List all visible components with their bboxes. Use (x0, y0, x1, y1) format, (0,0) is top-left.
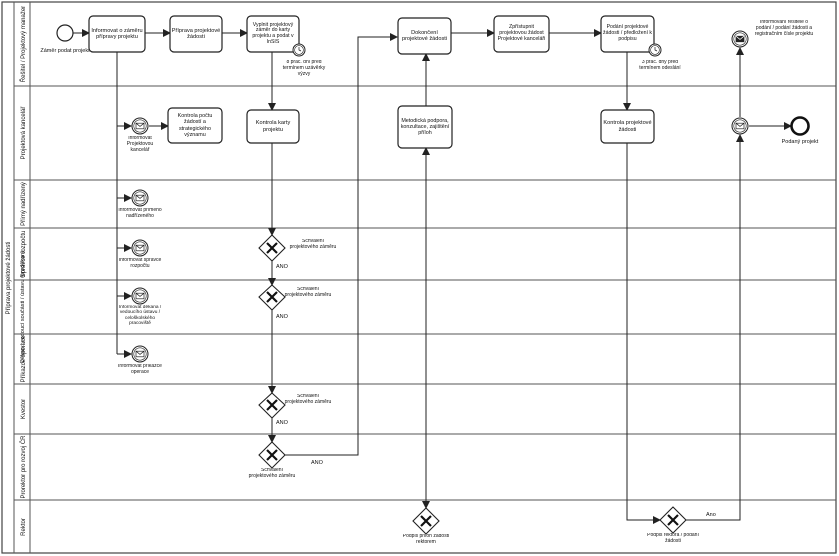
clock-icon-inner (650, 45, 660, 55)
flow-label-ano: ANO (276, 314, 289, 320)
flow-labels: ANO ANO ANO ANO Ano (276, 264, 716, 518)
lane-label-prikazce: Příkazce operace (21, 335, 27, 382)
flow (626, 143, 661, 524)
gateway-prorektor: Schválení projektového záměru (248, 441, 296, 479)
lane-label-kvestor: Kvestor (21, 399, 27, 419)
clock-hands (654, 47, 658, 52)
task-kontrola-poctu: Kontrola počtu žádostí a strategického v… (167, 107, 223, 144)
task-label: Informovat o záměru přípravy projektu (91, 27, 143, 40)
end-event-icon (790, 116, 810, 136)
message-label: Informovat děkana / vedoucího ústavu / c… (118, 305, 162, 327)
task-kontrola-karty: Kontrola karty projektu (246, 109, 300, 144)
flow (285, 33, 398, 456)
flow-label-ano: ANO (276, 420, 289, 426)
clock-icon-inner (294, 45, 304, 55)
message-event-dekan: Informovat děkana / vedoucího ústavu / c… (118, 287, 162, 327)
gateway-rektor-podani: Podpis rektora / podání žádosti (647, 506, 699, 544)
message-label: Informovat Projektovou kancelář (126, 136, 154, 153)
task-label: Kontrola karty projektu (255, 120, 291, 133)
lane-label-primy-nadrizeny: Přímý nadřízený (21, 182, 27, 226)
end-event-label: Podaný projekt (782, 139, 819, 145)
start-event: Záměr podat projekt (40, 24, 90, 54)
end-event: Podaný projekt (782, 116, 819, 145)
gateway-label: Podpis rektora / podání žádosti (647, 533, 699, 544)
task-label: Příprava projektové žádosti (171, 27, 221, 40)
timer-label: 3 prac. dny před termínem odeslání (639, 60, 681, 71)
flow-label-ano: ANO (276, 264, 289, 270)
task-box (397, 105, 453, 149)
timer-label: 8 prac. dní před termínem uzávěrky výzvy (282, 60, 326, 77)
gateway-label: Schválení projektového záměru (284, 394, 332, 405)
task-box (246, 109, 300, 144)
gateway-label: Schválení projektového záměru (248, 468, 296, 479)
task-label: Zpřístupnit projektovou žádost Projektov… (497, 24, 546, 42)
task-box (246, 15, 300, 53)
task-priprava-zadosti: Příprava projektové žádosti (169, 15, 223, 53)
task-box (600, 109, 655, 144)
flow-label-ano: Ano (706, 512, 716, 518)
lane-label-projektova-kancelar: Projektová kancelář (21, 106, 27, 160)
task-box (169, 15, 223, 53)
task-box (493, 15, 550, 53)
start-event-label: Záměr podat projekt (40, 48, 90, 54)
task-label: Kontrola projektové žádosti (603, 120, 652, 133)
gateway-rektor-podpis: Podpis příloh žádosti rektorem (402, 507, 450, 545)
gateway-rozpocet: Schválení projektového záměru (258, 234, 337, 262)
sequence-flows (73, 29, 792, 524)
message-event-prikazce: Informovat příkazce operace (118, 345, 162, 375)
task-kontrola-zadosti: Kontrola projektové žádosti (600, 109, 655, 144)
task-box (167, 107, 223, 144)
lane-label-rektor: Rektor (21, 518, 27, 536)
lane-label-resitel: Řešitel / Projektový manažer (19, 6, 27, 82)
task-dokonceni: Dokončení projektové žádosti (397, 17, 452, 55)
task-label: Metodická podpora, konzultace, zajištění… (400, 117, 450, 137)
flow (686, 134, 744, 521)
lane-labels: Řešitel / Projektový manažer Projektová … (19, 6, 27, 536)
gateway-label: Schválení projektového záměru (284, 287, 332, 298)
pool-label: Příprava projektové žádosti (6, 242, 12, 315)
message-event-pk: Informovat Projektovou kancelář (126, 117, 154, 153)
task-podani: Podání projektové žádosti / předložení k… (600, 15, 655, 53)
task-zpristupnit: Zpřístupnit projektovou žádost Projektov… (493, 15, 550, 53)
task-label: Kontrola počtu žádostí a strategického v… (177, 113, 213, 138)
message-event-nadrizeny: Informovat přímého nadřízeného (118, 189, 162, 219)
timer-event-2: 3 prac. dny před termínem odeslání (639, 43, 681, 71)
message-event-resitel: Informování řešitele o podání / podání ž… (731, 20, 814, 48)
message-catch-event (731, 117, 749, 135)
lane-label-prorektor: Prorektor pro rozvoj ČR (20, 435, 27, 499)
message-label: Informovat přímého nadřízeného (118, 208, 162, 219)
clock-hands (298, 47, 302, 52)
flow-label-ano: ANO (311, 460, 324, 466)
task-informovat-zamer: Informovat o záměru přípravy projektu (88, 15, 146, 53)
lane-label-spravce-rozpoctu: Správce rozpočtu (21, 231, 27, 278)
gateway-dekan: Schválení projektového záměru (258, 284, 332, 311)
gateway-label: Schválení projektového záměru (289, 239, 337, 250)
message-label: Informování řešitele o podání / podání ž… (754, 20, 814, 37)
message-event-rozpocet: Informovat správce rozpočtu (118, 239, 162, 269)
task-box (600, 15, 655, 53)
task-label: Dokončení projektové žádosti (401, 29, 448, 42)
lane-label-dekan: Děkan / vedoucí součásti / ústavu (prodě… (20, 251, 26, 363)
task-metodicka-podpora: Metodická podpora, konzultace, zajištění… (397, 105, 453, 149)
gateway-kvestor: Schválení projektového záměru (258, 392, 332, 419)
timer-event-1: 8 prac. dní před termínem uzávěrky výzvy (282, 43, 326, 77)
task-box (397, 17, 452, 55)
task-box (88, 15, 146, 53)
task-vyplnit-zamer: Vyplnit projektový záměr do karty projek… (246, 15, 300, 53)
task-label: Podání projektové žádosti / předložení k… (602, 24, 653, 42)
message-label: Informovat příkazce operace (118, 364, 162, 375)
start-event-icon (56, 24, 74, 42)
message-label: Informovat správce rozpočtu (118, 258, 162, 269)
task-label: Vyplnit projektový záměr do karty projek… (252, 21, 294, 45)
gateway-label: Podpis příloh žádosti rektorem (402, 534, 450, 545)
